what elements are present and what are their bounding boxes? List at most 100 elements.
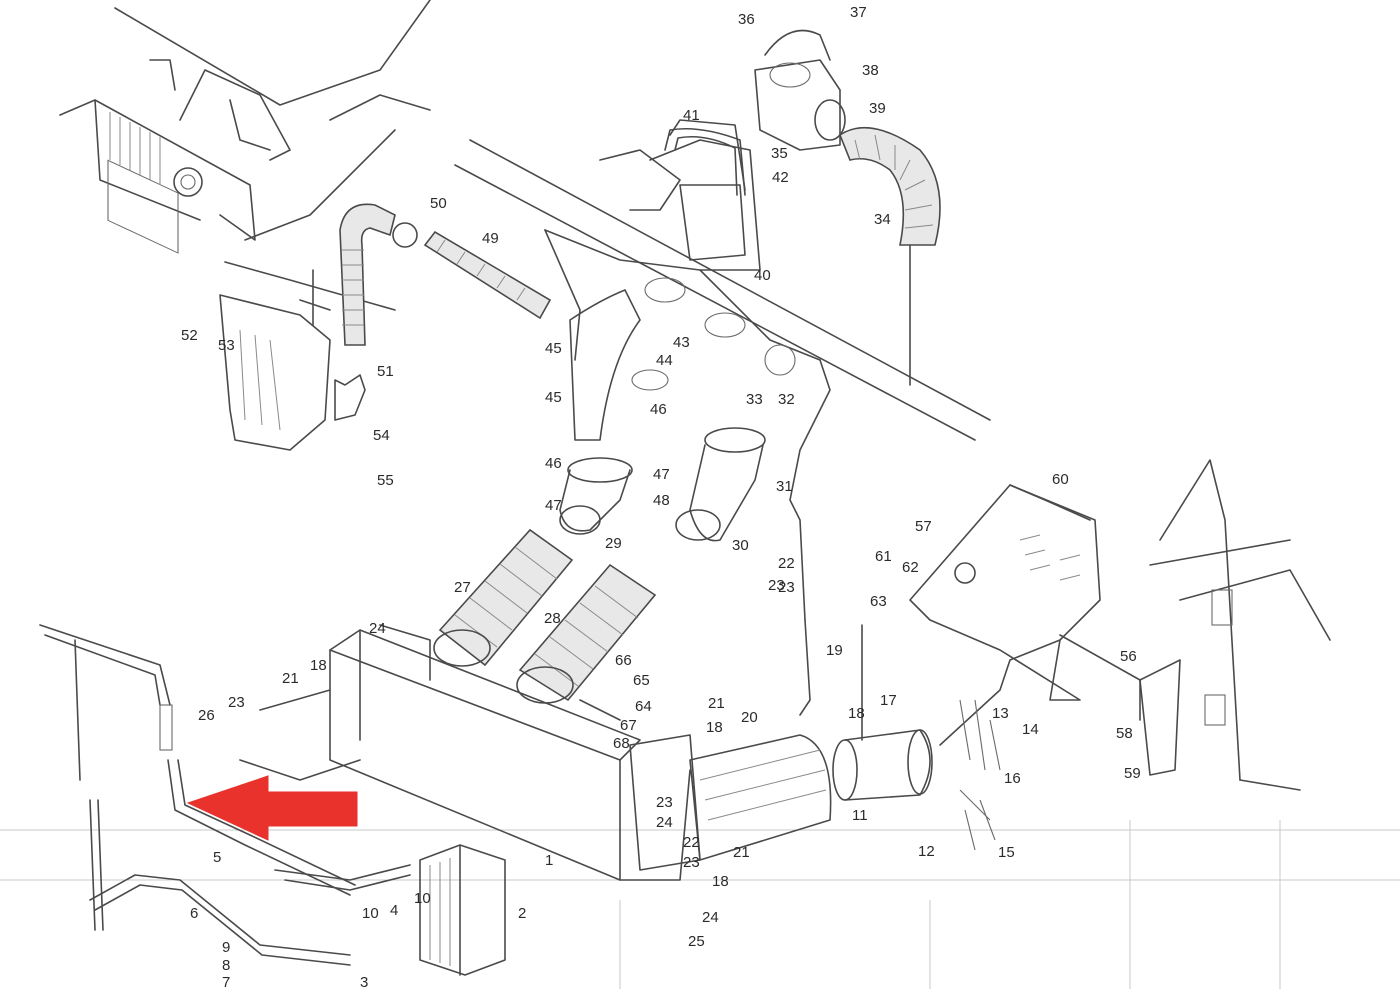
callout-label: 55 xyxy=(377,472,394,489)
callout-label: 48 xyxy=(653,492,670,509)
callout-label: 63 xyxy=(870,593,887,610)
callout-label: 46 xyxy=(545,455,562,472)
callout-label: 23 xyxy=(656,794,673,811)
hose-26 xyxy=(433,528,574,667)
callout-label: 67 xyxy=(620,717,637,734)
callout-label: 38 xyxy=(862,62,879,79)
callout-label: 22 xyxy=(778,555,795,572)
callout-label: 25 xyxy=(688,933,705,950)
callout-label: 2 xyxy=(518,905,526,922)
callout-label: 13 xyxy=(992,705,1009,722)
red-arrow-pointing-left-icon xyxy=(186,775,358,841)
heater-plenum xyxy=(454,119,991,621)
callout-label: 53 xyxy=(218,337,235,354)
fan-housing xyxy=(629,734,832,871)
callout-label: 29 xyxy=(605,535,622,552)
callout-label: 18 xyxy=(706,719,723,736)
callout-label: 56 xyxy=(1120,648,1137,665)
callout-label: 10 xyxy=(414,890,431,907)
wire-harness xyxy=(579,619,1141,851)
callout-label: 7 xyxy=(222,974,230,989)
callout-label: 47 xyxy=(545,497,562,514)
callout-label: 16 xyxy=(1004,770,1021,787)
callout-label: 22 xyxy=(683,834,700,851)
callout-label: 39 xyxy=(869,100,886,117)
callout-label: 4 xyxy=(390,902,398,919)
callout-label: 24 xyxy=(369,620,386,637)
callout-label: 44 xyxy=(656,352,673,369)
callout-label: 28 xyxy=(544,610,561,627)
part-callouts: 1234567891010111213141516171818181819202… xyxy=(181,4,1141,989)
handle-40 xyxy=(664,127,746,196)
callout-label: 12 xyxy=(918,843,935,860)
callout-label: 18 xyxy=(310,657,327,674)
firewall-panel xyxy=(219,261,396,451)
callout-label: 31 xyxy=(776,478,793,495)
callout-label: 9 xyxy=(222,939,230,956)
callout-label: 26 xyxy=(198,707,215,724)
callout-label: 40 xyxy=(754,267,771,284)
callout-label: 19 xyxy=(826,642,843,659)
callout-label: 34 xyxy=(874,211,891,228)
callout-label: 14 xyxy=(1022,721,1039,738)
callout-label: 18 xyxy=(712,873,729,890)
callout-label: 60 xyxy=(1052,471,1069,488)
callout-label: 35 xyxy=(771,145,788,162)
background-guides xyxy=(0,820,1400,989)
hose-27 xyxy=(516,563,657,704)
callout-label: 17 xyxy=(880,692,897,709)
callout-label: 52 xyxy=(181,327,198,344)
heater-core-2 xyxy=(419,844,506,976)
elbow-28 xyxy=(559,457,633,535)
callout-label: 6 xyxy=(190,905,198,922)
callout-label: 3 xyxy=(360,974,368,989)
callout-label: 43 xyxy=(673,334,690,351)
callout-label: 62 xyxy=(902,559,919,576)
callout-label: 15 xyxy=(998,844,1015,861)
callout-label: 47 xyxy=(653,466,670,483)
hose-33 xyxy=(839,127,941,386)
callout-label: 23 xyxy=(228,694,245,711)
elbow-29 xyxy=(675,427,766,542)
hose-49-50 xyxy=(334,203,418,421)
callout-label: 36 xyxy=(738,11,755,28)
callout-label: 32 xyxy=(778,391,795,408)
callout-label: 41 xyxy=(683,107,700,124)
callout-label: 50 xyxy=(430,195,447,212)
callout-label: 8 xyxy=(222,957,230,974)
callout-label: 58 xyxy=(1116,725,1133,742)
callout-label: 65 xyxy=(633,672,650,689)
callout-label: 20 xyxy=(741,709,758,726)
callout-label: 64 xyxy=(635,698,652,715)
callout-label: 68 xyxy=(613,735,630,752)
callout-label: 49 xyxy=(482,230,499,247)
callout-label: 23 xyxy=(683,854,700,871)
callout-label: 66 xyxy=(615,652,632,669)
callout-label: 30 xyxy=(732,537,749,554)
blower-motor-11 xyxy=(832,624,933,801)
callout-label: 23 xyxy=(768,577,785,594)
callout-label: 21 xyxy=(708,695,725,712)
callout-label: 33 xyxy=(746,391,763,408)
callout-label: 5 xyxy=(213,849,221,866)
callout-label: 59 xyxy=(1124,765,1141,782)
callout-label: 11 xyxy=(852,807,868,824)
air-intake-34 xyxy=(754,29,846,151)
callout-label: 27 xyxy=(454,579,471,596)
coolant-pipes xyxy=(39,624,411,966)
callout-label: 46 xyxy=(650,401,667,418)
cover-59 xyxy=(909,484,1101,701)
callout-label: 24 xyxy=(656,814,673,831)
heater-housing-1 xyxy=(239,624,691,881)
callout-label: 24 xyxy=(702,909,719,926)
callout-label: 10 xyxy=(362,905,379,922)
callout-label: 54 xyxy=(373,427,390,444)
callout-label: 1 xyxy=(545,852,553,869)
callout-label: 45 xyxy=(545,340,562,357)
callout-label: 51 xyxy=(377,363,394,380)
vehicle-front-illustration xyxy=(59,0,431,254)
callout-label: 37 xyxy=(850,4,867,21)
callout-label: 42 xyxy=(772,169,789,186)
vehicle-body-right xyxy=(1139,459,1331,791)
